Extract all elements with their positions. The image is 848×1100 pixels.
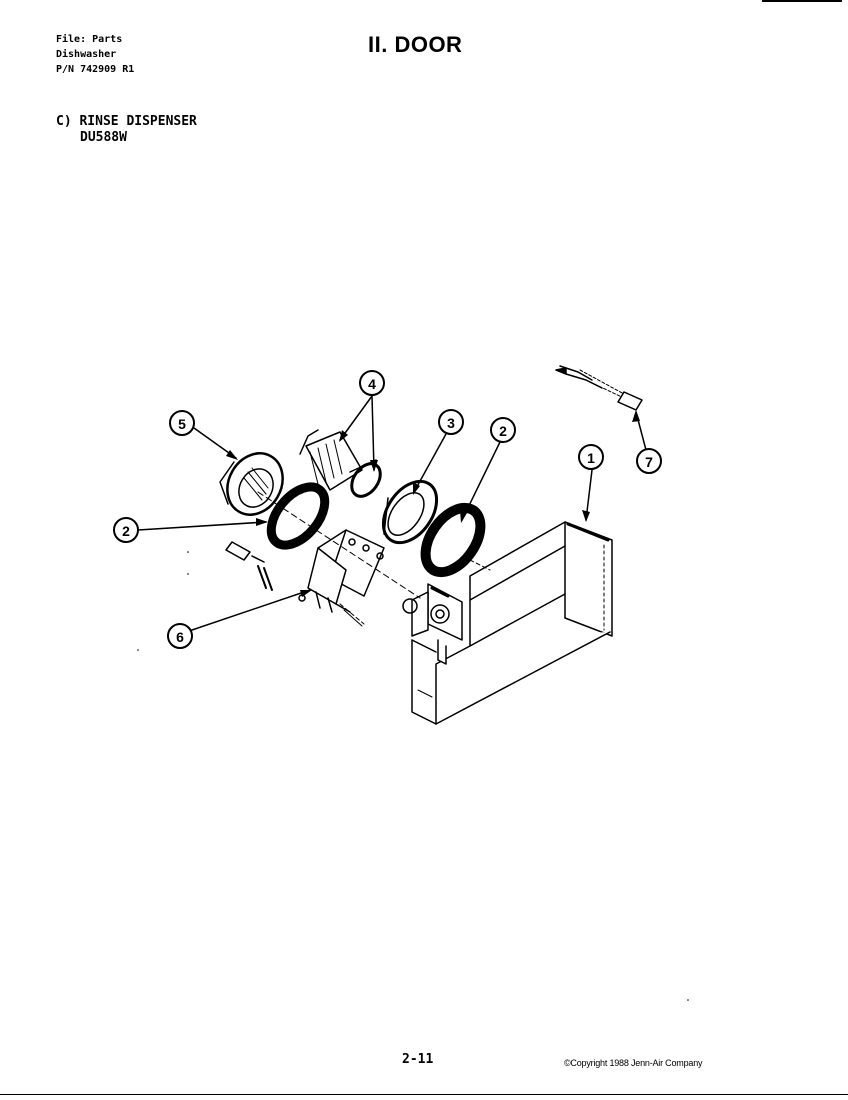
callout-circle-2-left (113, 517, 139, 543)
part-4-fill-tube (299, 429, 382, 498)
scan-specks (137, 551, 689, 1001)
callout-label-2-right: 2 (499, 423, 507, 439)
model-number: DU588W (80, 130, 127, 145)
callout-circle-5 (169, 410, 195, 436)
callout-circle-4 (359, 370, 385, 396)
page-title: II. DOOR (368, 32, 463, 57)
part-6-solenoid (225, 529, 385, 627)
callout-label-2-left: 2 (122, 523, 130, 539)
part-3-ring (381, 479, 439, 545)
file-line-1: File: Parts (56, 34, 123, 45)
page-number: 2-11 (402, 1052, 434, 1067)
callout-circle-3 (438, 409, 464, 435)
file-line-3: P/N 742909 R1 (56, 64, 135, 75)
copyright-notice: ©Copyright 1988 Jenn-Air Company (564, 1058, 703, 1068)
leader-4a (339, 395, 373, 441)
file-line-2: Dishwasher (56, 49, 117, 60)
bottom-rule (0, 1094, 848, 1095)
callout-label-4: 4 (368, 376, 376, 392)
top-rule (762, 0, 842, 2)
callout-circle-1 (578, 444, 604, 470)
part-2-gasket-left (266, 482, 330, 550)
section-title: C) RINSE DISPENSER (56, 114, 197, 129)
callout-label-3: 3 (447, 415, 455, 431)
callout-circle-7 (636, 448, 662, 474)
callout-label-6: 6 (176, 629, 184, 645)
callout-circle-6 (167, 623, 193, 649)
file-info: File: Parts Dishwasher P/N 742909 R1 (56, 32, 134, 77)
part-2-gasket-right (420, 502, 486, 578)
callout-label-1: 1 (587, 450, 595, 466)
part-1-dispenser-housing (402, 521, 613, 725)
section-heading: C) RINSE DISPENSER DU588W (56, 114, 197, 146)
leader-3 (413, 433, 447, 493)
callout-label-7: 7 (645, 454, 653, 470)
callout-circle-2-right (490, 417, 516, 443)
leader-2-right (461, 441, 501, 521)
arrowheads (226, 410, 640, 597)
leader-4b (371, 395, 375, 471)
leader-2-left (137, 521, 267, 531)
leader-6 (191, 589, 311, 631)
part-7-wire-harness (555, 365, 643, 411)
callout-label-5: 5 (178, 416, 186, 432)
